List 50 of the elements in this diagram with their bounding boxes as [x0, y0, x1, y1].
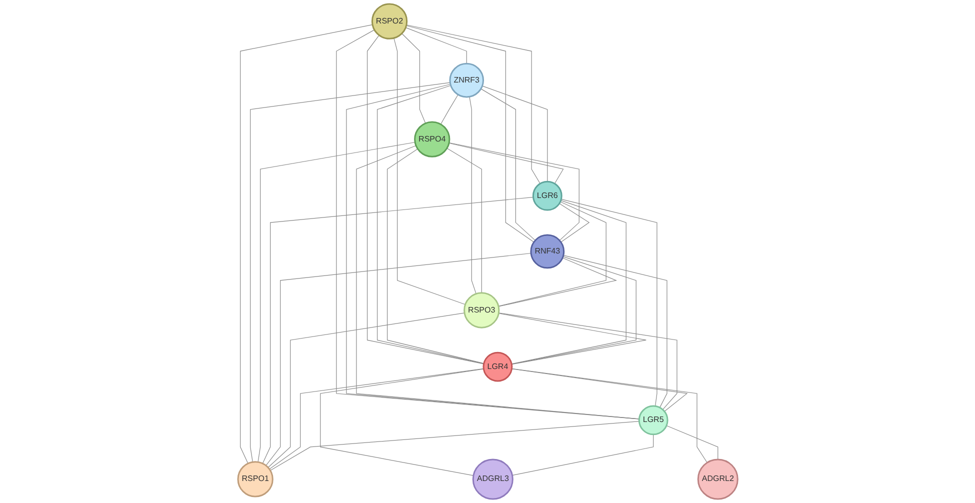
connector: [336, 30, 640, 420]
connector: [401, 33, 426, 124]
node-circle: ADGRL2: [697, 458, 738, 500]
node-circle: LGR5: [638, 405, 668, 436]
connector: [498, 313, 646, 365]
connector: [446, 148, 482, 294]
node-circle: RSPO1: [236, 461, 274, 498]
connector: [262, 196, 534, 464]
connector: [240, 24, 372, 464]
node-circle: LGR6: [532, 180, 562, 211]
node-circle: RNF43: [530, 234, 564, 269]
connector: [511, 368, 688, 412]
connector: [511, 256, 636, 364]
node-circle: RSPO2: [371, 3, 408, 40]
connector: [440, 94, 458, 125]
connector: [393, 38, 466, 305]
connector: [268, 368, 484, 470]
connector: [666, 425, 718, 460]
node-circle: RSPO3: [463, 292, 500, 328]
connector: [386, 148, 484, 364]
connector: [482, 86, 548, 182]
connector: [376, 85, 484, 364]
connector: [448, 142, 564, 184]
connector: [511, 368, 708, 463]
connector: [257, 142, 416, 462]
connector: [356, 145, 640, 420]
node-circle: ZNRF3: [448, 62, 484, 98]
connector: [250, 82, 450, 462]
connector: [267, 312, 464, 468]
connector: [270, 421, 640, 471]
node-circle: RSPO4: [414, 121, 450, 158]
node-circle: LGR4: [482, 352, 512, 382]
connector: [562, 255, 667, 408]
connector: [406, 25, 534, 242]
connector: [265, 252, 532, 466]
connector: [366, 34, 484, 364]
connector: [448, 142, 580, 241]
connector: [406, 24, 540, 184]
connector: [498, 312, 677, 410]
connector: [512, 434, 654, 476]
connector: [560, 198, 657, 406]
node-circle: ADGRL3: [472, 458, 514, 500]
connector: [480, 88, 536, 241]
connector: [320, 368, 484, 476]
connector: [346, 84, 640, 420]
connector: [405, 27, 467, 64]
connector: [498, 201, 606, 307]
connector: [510, 200, 626, 364]
connector: [468, 96, 476, 294]
connector: [498, 258, 617, 307]
